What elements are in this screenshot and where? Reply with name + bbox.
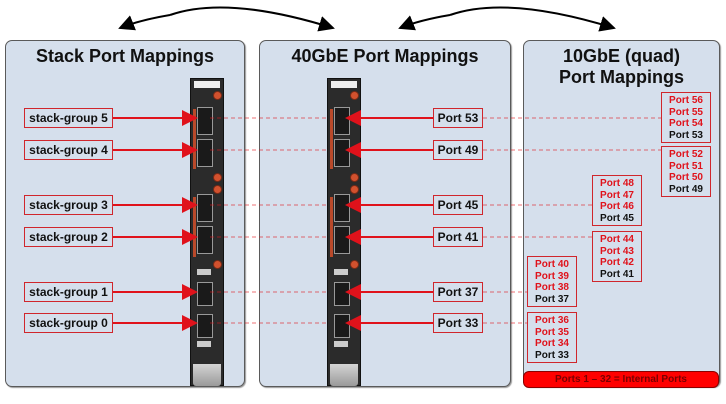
stack-group-label: stack-group 1 <box>24 282 113 302</box>
arc-arrow-40g-10g <box>449 6 616 32</box>
base-port-label: Port 41 <box>600 268 634 280</box>
port-40g-label: Port 41 <box>433 227 483 247</box>
port-40g-label: Port 37 <box>433 282 483 302</box>
panel-title: Stack Port Mappings <box>35 46 215 66</box>
panel-title-line2: Port Mappings <box>559 67 684 87</box>
breakout-port-label: Port 47 <box>600 189 634 201</box>
base-port-label: Port 53 <box>669 129 703 141</box>
base-port-label: Port 37 <box>535 293 569 305</box>
breakout-port-label: Port 48 <box>600 178 634 189</box>
port-40g-label: Port 33 <box>433 313 483 333</box>
breakout-port-label: Port 44 <box>600 234 634 245</box>
breakout-port-label: Port 34 <box>535 338 569 349</box>
base-port-label: Port 49 <box>669 183 703 195</box>
port-40g-label: Port 49 <box>433 140 483 160</box>
breakout-port-label: Port 52 <box>669 149 703 160</box>
breakout-port-label: Port 40 <box>535 259 569 270</box>
arc-arrow-stack-40g <box>169 6 335 32</box>
base-port-label: Port 33 <box>535 349 569 361</box>
switch-module-40gbe <box>327 78 361 386</box>
breakout-port-label: Port 56 <box>669 95 703 106</box>
stack-group-label: stack-group 4 <box>24 140 113 160</box>
breakout-port-label: Port 46 <box>600 201 634 212</box>
breakout-port-label: Port 54 <box>669 118 703 129</box>
stack-group-label: stack-group 5 <box>24 108 113 128</box>
breakout-port-label: Port 55 <box>669 106 703 118</box>
stack-group-label: stack-group 2 <box>24 227 113 247</box>
base-port-label: Port 45 <box>600 212 634 224</box>
breakout-port-label: Port 35 <box>535 326 569 338</box>
breakout-port-label: Port 39 <box>535 270 569 282</box>
breakout-port-label: Port 50 <box>669 172 703 183</box>
arc-arrow-stack-40g-start <box>118 14 171 31</box>
port-40g-label: Port 53 <box>433 108 483 128</box>
stack-group-label: stack-group 0 <box>24 313 113 333</box>
breakout-port-label: Port 38 <box>535 282 569 293</box>
panel-title-line1: 10GbE (quad) <box>562 46 680 66</box>
stack-group-label: stack-group 3 <box>24 195 113 215</box>
breakout-port-label: Port 43 <box>600 245 634 257</box>
arc-arrow-40g-10g-start <box>398 14 451 31</box>
panel-title: 40GbE Port Mappings <box>291 46 479 66</box>
internal-ports-note: Ports 1 – 32 = Internal Ports <box>523 371 719 388</box>
breakout-port-label: Port 51 <box>669 160 703 172</box>
breakout-port-label: Port 42 <box>600 257 634 268</box>
port-40g-label: Port 45 <box>433 195 483 215</box>
breakout-port-label: Port 36 <box>535 315 569 326</box>
